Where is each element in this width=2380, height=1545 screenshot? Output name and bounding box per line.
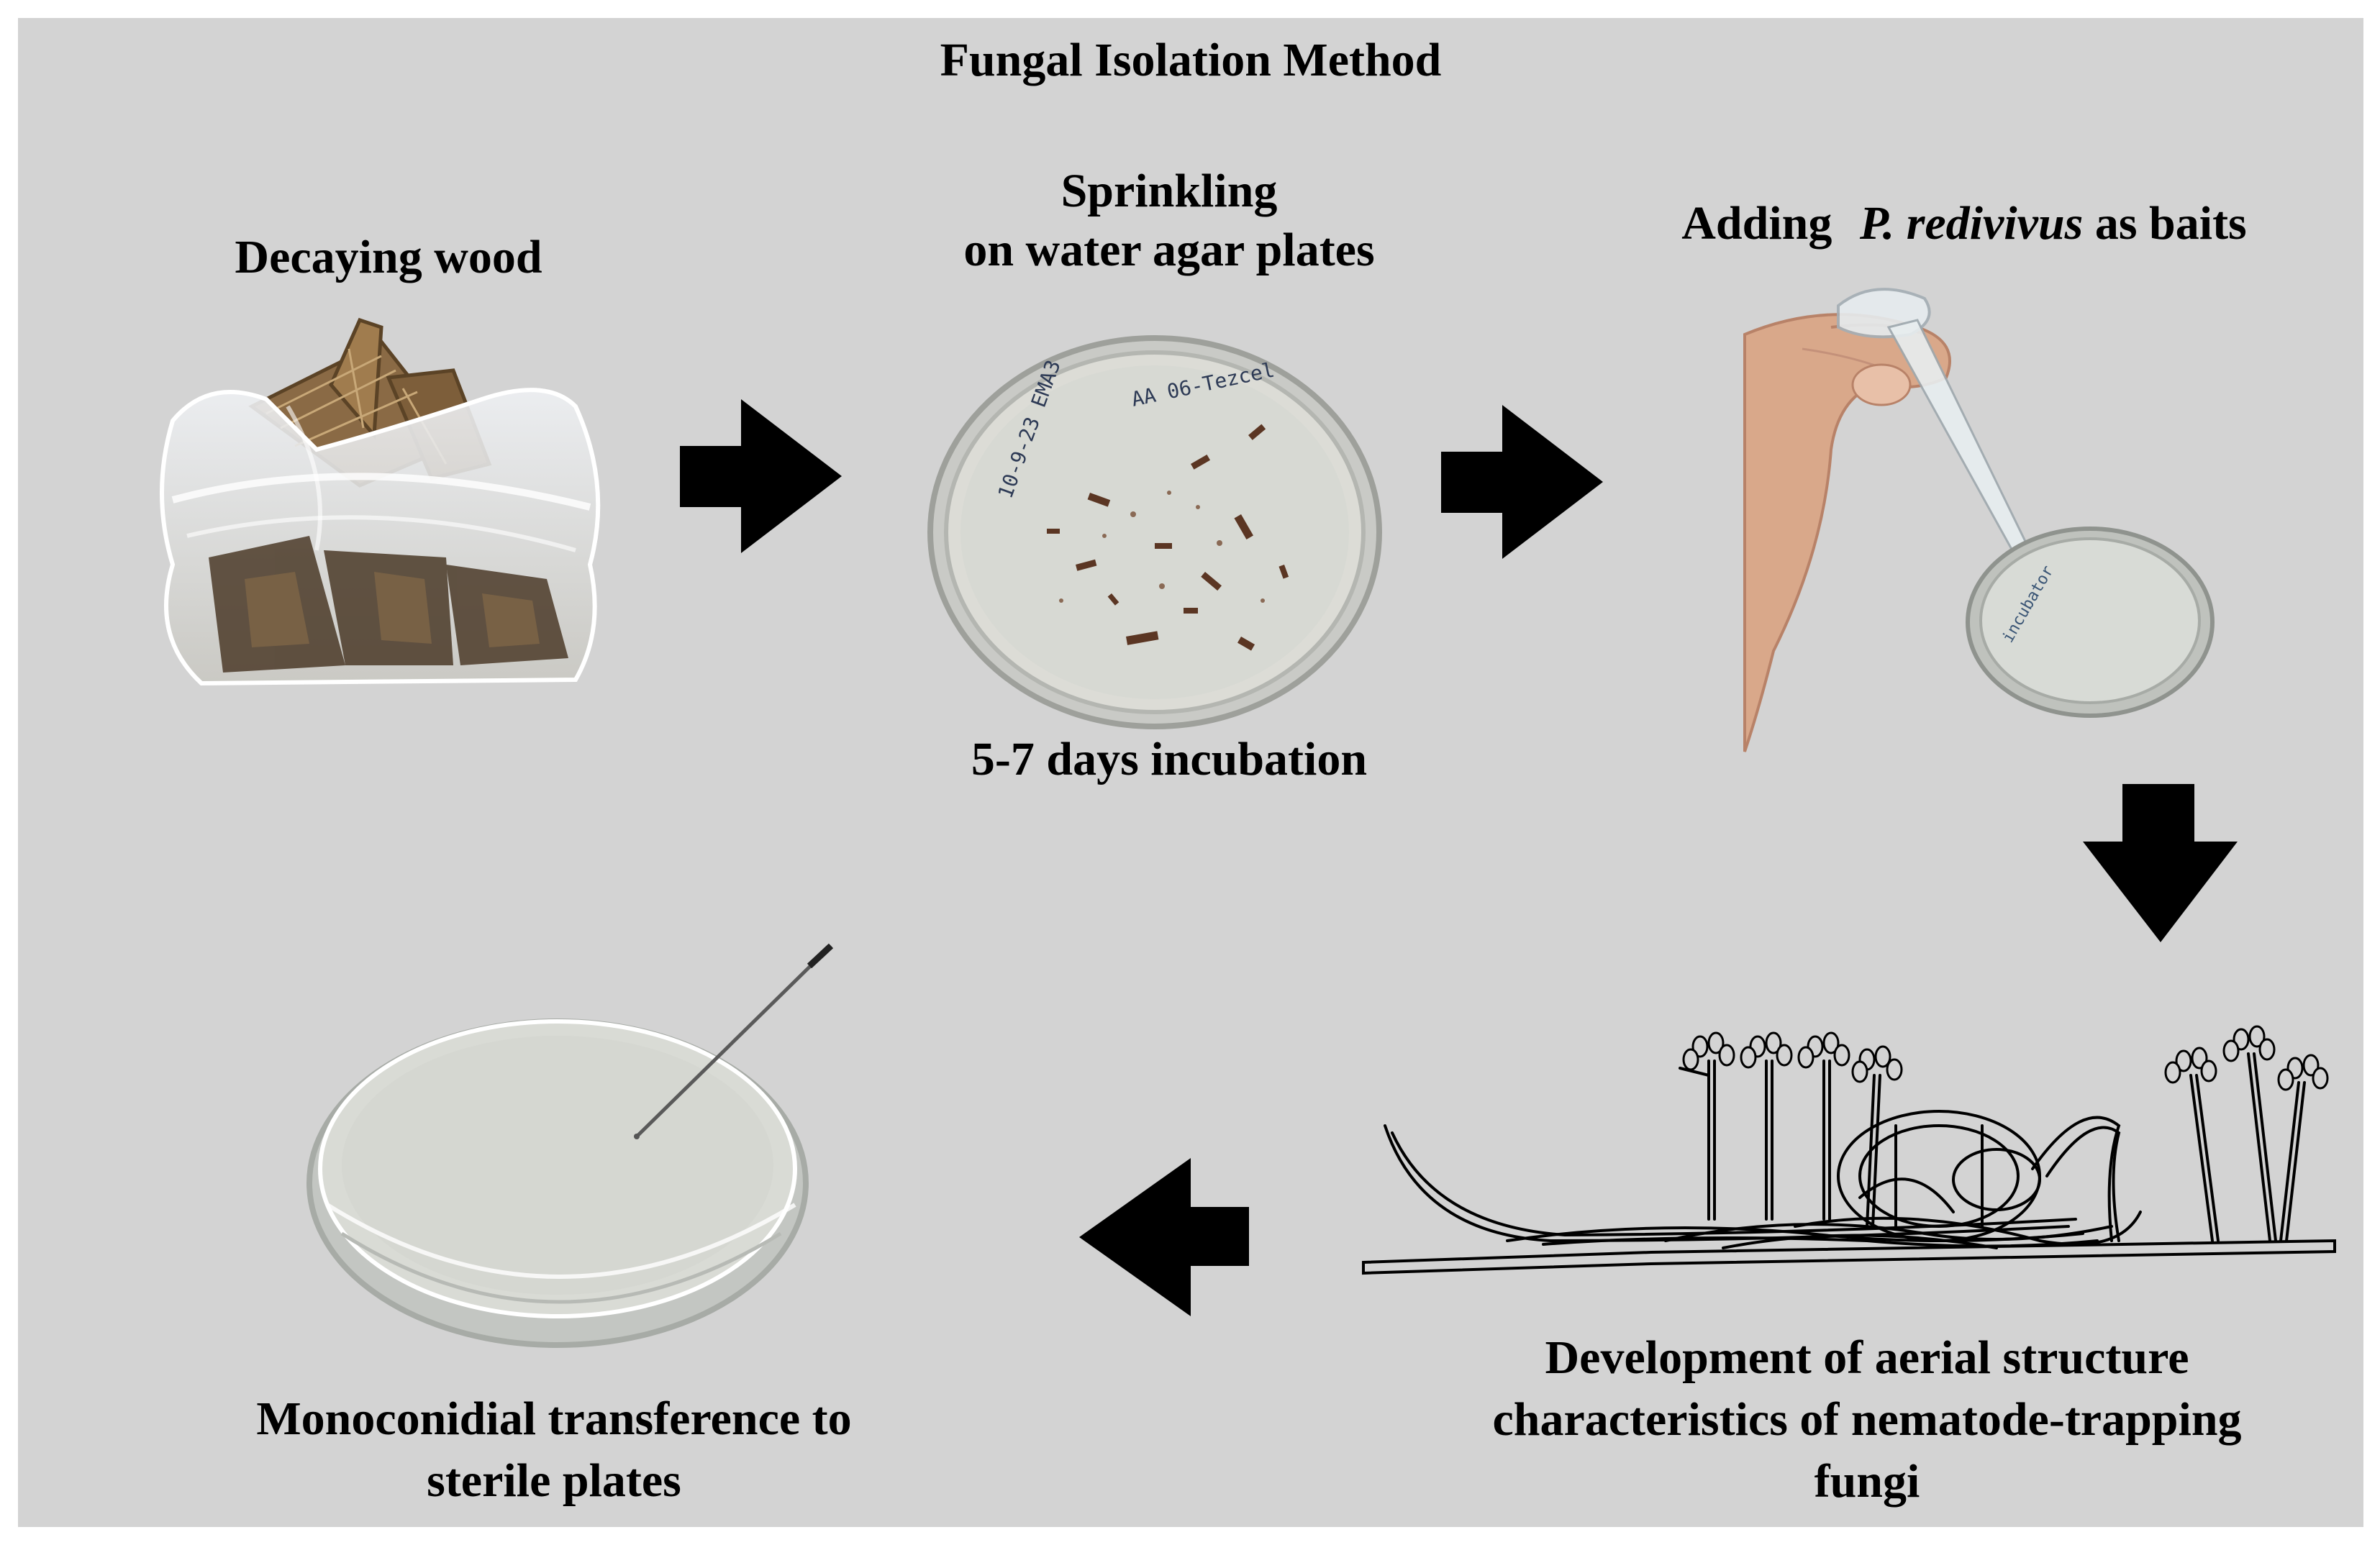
label-adding-species: P. redivivus	[1859, 197, 2084, 250]
label-sprinkling: Sprinkling on water agar plates	[827, 162, 1511, 280]
pipette-baiting-image: incubator	[1743, 288, 2215, 752]
label-adding-prefix: Adding	[1681, 197, 1832, 250]
label-adding-bait: Adding P. redivivus as baits	[1586, 194, 2342, 253]
label-decaying-wood: Decaying wood	[235, 231, 542, 283]
label-development-line1: Development of aerial structure	[1545, 1331, 2189, 1384]
arrow-right-2-icon	[1441, 405, 1603, 559]
arrow-left-icon	[1079, 1158, 1249, 1316]
conidia-cluster-1	[1682, 1031, 1735, 1071]
label-adding-suffix: as baits	[2094, 197, 2247, 250]
nematode-trapping-fungi-drawing	[1362, 1025, 2336, 1275]
sterile-plate-image	[306, 943, 834, 1348]
label-transfer: Monoconidial transference to sterile pla…	[133, 1388, 975, 1512]
label-development-line2: characteristics of nematode-trapping	[1492, 1393, 2242, 1446]
label-development: Development of aerial structure characte…	[1392, 1327, 2342, 1513]
diagram-title: Fungal Isolation Method	[940, 34, 1442, 86]
diagram-panel: Fungal Isolation Method Decaying wood Sp…	[18, 18, 2363, 1527]
label-development-line3: fungi	[1814, 1455, 1920, 1508]
label-sprinkling-line2: on water agar plates	[963, 224, 1375, 276]
label-sprinkling-line1: Sprinkling	[1060, 165, 1278, 217]
label-transfer-line2: sterile plates	[427, 1454, 681, 1507]
label-incubation: 5-7 days incubation	[971, 733, 1368, 785]
label-transfer-line1: Monoconidial transference to	[256, 1393, 852, 1445]
water-agar-plate-image: 10-9-23 EMA3 AA 06-Tezcel	[927, 335, 1382, 729]
arrow-right-1-icon	[680, 399, 842, 553]
decaying-wood-bag-image	[160, 317, 601, 686]
arrow-down-icon	[2083, 784, 2238, 942]
